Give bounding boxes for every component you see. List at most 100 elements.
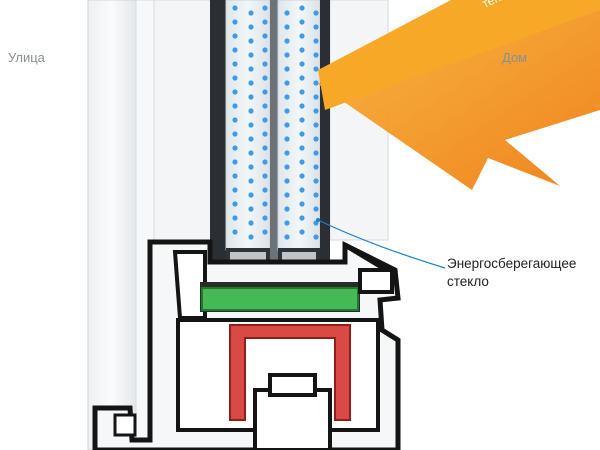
gas-dot — [248, 164, 254, 170]
gas-dot — [299, 117, 305, 123]
gas-dot — [299, 5, 305, 11]
gas-dot — [284, 10, 290, 16]
gas-dot — [299, 131, 305, 137]
gas-dot — [232, 75, 238, 81]
gas-dot — [262, 215, 268, 221]
gas-dot — [248, 178, 254, 184]
glass-unit — [210, 0, 330, 278]
gas-dot — [299, 33, 305, 39]
gas-dot — [248, 122, 254, 128]
gas-dot — [299, 145, 305, 151]
gas-dot — [313, 178, 319, 184]
gas-dot — [232, 89, 238, 95]
gas-dot — [232, 131, 238, 137]
gas-dot — [284, 108, 290, 114]
gas-dot — [262, 33, 268, 39]
gas-dot — [232, 61, 238, 67]
gas-dot — [248, 52, 254, 58]
gas-dot — [248, 206, 254, 212]
gas-dot — [262, 19, 268, 25]
gas-dot — [284, 234, 290, 240]
gas-dot — [262, 201, 268, 207]
gas-dot — [299, 75, 305, 81]
gas-dot — [232, 215, 238, 221]
gas-dot — [313, 24, 319, 30]
gas-dot — [262, 89, 268, 95]
gas-dot — [284, 80, 290, 86]
gas-dot — [284, 66, 290, 72]
gas-dot — [262, 145, 268, 151]
gas-dot — [299, 47, 305, 53]
gas-dot — [284, 164, 290, 170]
glass-pointer-line — [317, 219, 446, 269]
gas-dot — [262, 173, 268, 179]
gas-dot — [232, 33, 238, 39]
gas-dot — [284, 136, 290, 142]
gas-dot — [313, 52, 319, 58]
gas-dot — [248, 150, 254, 156]
energy-glass-label-line2: стекло — [447, 274, 489, 289]
gas-dot — [313, 192, 319, 198]
gas-dot — [262, 159, 268, 165]
gas-dot — [262, 229, 268, 235]
gas-dot — [284, 52, 290, 58]
gas-dot — [299, 173, 305, 179]
heat-arrow — [318, 0, 600, 190]
gas-dot — [262, 5, 268, 11]
pvc-profile — [92, 239, 401, 450]
gas-dot — [299, 201, 305, 207]
gas-dot — [232, 5, 238, 11]
gas-dot — [232, 159, 238, 165]
gas-dot — [262, 61, 268, 67]
gas-dot — [248, 136, 254, 142]
home-label: Дом — [502, 50, 528, 65]
gas-dot — [313, 206, 319, 212]
gas-dot — [262, 131, 268, 137]
gas-dot — [313, 150, 319, 156]
gas-dot — [299, 229, 305, 235]
gas-dot — [313, 38, 319, 44]
gas-dot — [232, 187, 238, 193]
gas-dot — [313, 10, 319, 16]
gas-dot — [232, 117, 238, 123]
gas-dot — [313, 94, 319, 100]
street-label: Улица — [8, 50, 45, 65]
gas-dot — [284, 38, 290, 44]
gas-dot — [262, 47, 268, 53]
argon-gas-dots — [232, 5, 319, 240]
gas-dot — [262, 187, 268, 193]
gas-dot — [299, 89, 305, 95]
gas-dot — [248, 220, 254, 226]
gas-dot — [284, 178, 290, 184]
gas-dot — [313, 108, 319, 114]
gas-dot — [299, 61, 305, 67]
gas-dot — [299, 215, 305, 221]
gas-dot — [248, 192, 254, 198]
gas-dot — [232, 47, 238, 53]
gas-dot — [313, 136, 319, 142]
glass-pointer-dot — [316, 218, 320, 222]
gas-dot — [248, 10, 254, 16]
gas-dot — [284, 94, 290, 100]
gas-dot — [284, 150, 290, 156]
gas-dot — [299, 159, 305, 165]
gas-dot — [284, 192, 290, 198]
gas-dot — [284, 24, 290, 30]
gas-dot — [284, 122, 290, 128]
gas-dot — [284, 206, 290, 212]
gas-dot — [248, 24, 254, 30]
gas-dot — [313, 80, 319, 86]
gas-dot — [313, 234, 319, 240]
energy-glass-label: Энергосберегающее стекло — [447, 255, 600, 291]
gas-dot — [232, 229, 238, 235]
gas-dot — [248, 234, 254, 240]
gas-dot — [313, 66, 319, 72]
gas-dot — [248, 94, 254, 100]
gas-dot — [262, 75, 268, 81]
energy-glass-label-line1: Энергосберегающее — [447, 256, 577, 271]
gas-dot — [232, 103, 238, 109]
gas-dot — [232, 19, 238, 25]
gas-dot — [313, 164, 319, 170]
gas-dot — [232, 201, 238, 207]
